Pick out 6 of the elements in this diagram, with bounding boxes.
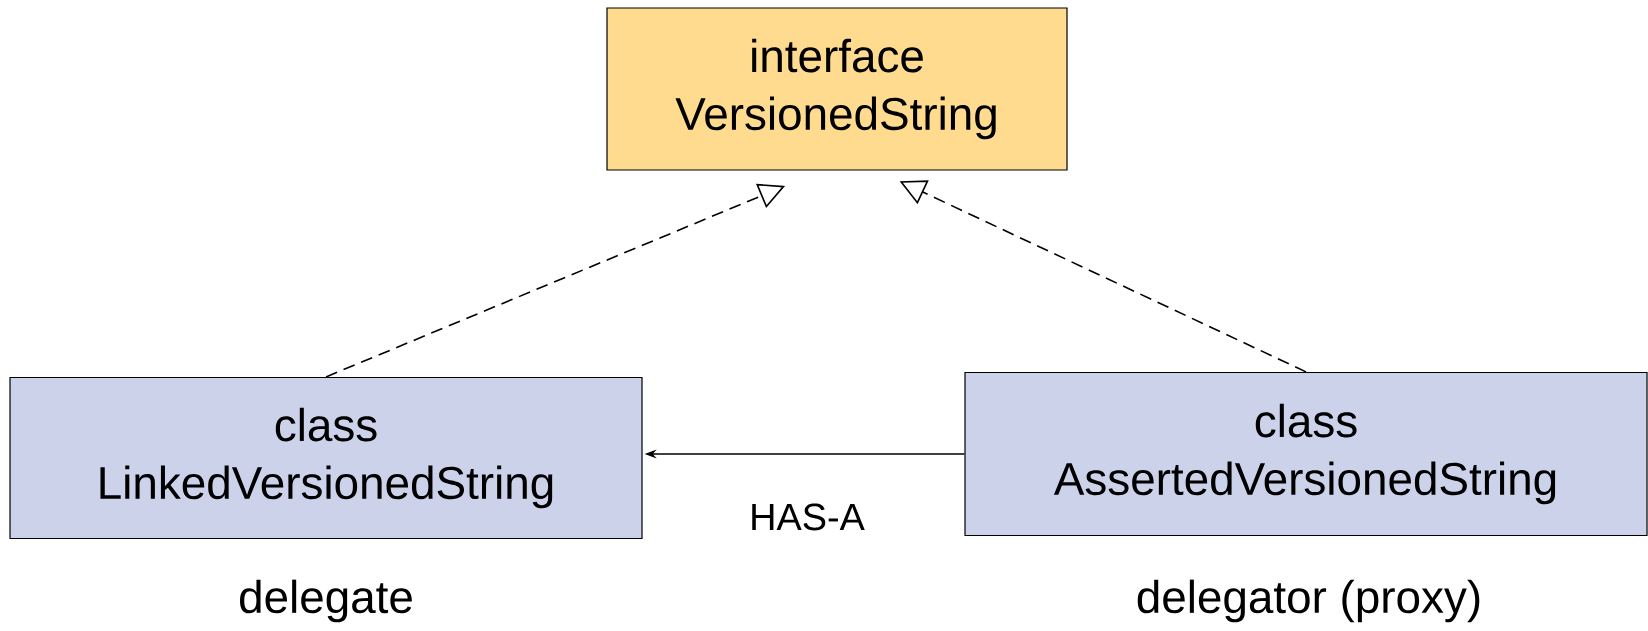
class-box: interface VersionedString: [606, 7, 1068, 171]
class-box: class AssertedVersionedString: [964, 371, 1648, 537]
node-label: delegator (proxy): [1137, 579, 1480, 623]
node-label: delegate: [240, 579, 412, 623]
class-box: class LinkedVersionedString: [9, 376, 643, 540]
edge-label: HAS-A: [747, 501, 867, 533]
